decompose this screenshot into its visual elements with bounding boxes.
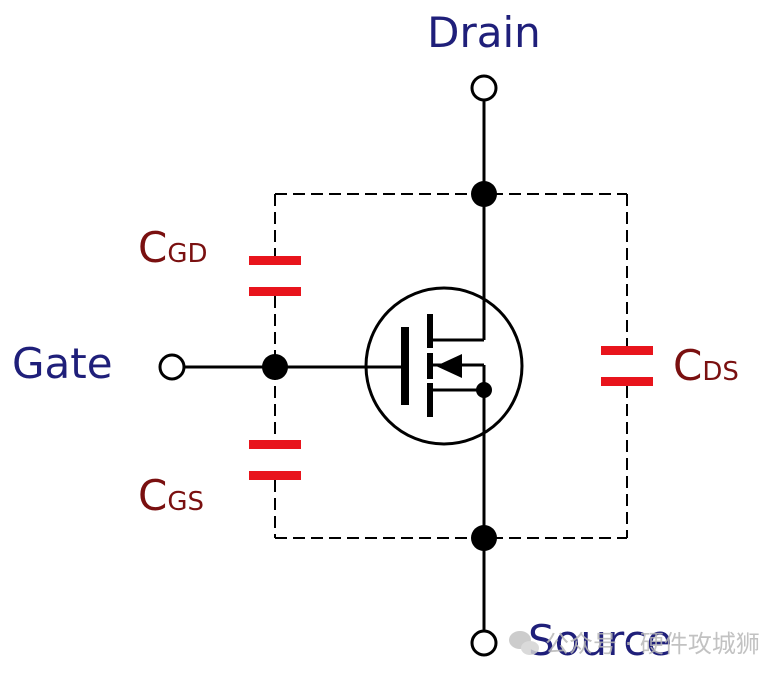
drain-label: Drain bbox=[427, 8, 541, 57]
drain-wire bbox=[430, 100, 486, 342]
cgd-label-main: C bbox=[138, 223, 167, 272]
body-source-node bbox=[476, 382, 492, 398]
watermark-text: 公众号 · 硬件攻城狮 bbox=[545, 630, 760, 658]
cds-label-main: C bbox=[673, 341, 702, 390]
source-label: Source bbox=[528, 616, 672, 665]
source-terminal bbox=[470, 629, 498, 657]
cgd-label: CGD bbox=[138, 223, 208, 272]
cgs-label: CGS bbox=[138, 471, 204, 520]
capacitor-cgd bbox=[249, 256, 301, 296]
mosfet-body-circle bbox=[364, 286, 524, 446]
gate-electrode bbox=[401, 327, 409, 405]
capacitor-cds bbox=[601, 346, 653, 386]
mosfet-symbol bbox=[364, 286, 524, 446]
gate-label: Gate bbox=[12, 339, 113, 388]
source-wire bbox=[430, 363, 486, 631]
gate-terminal bbox=[158, 353, 186, 381]
body-arrow-icon bbox=[436, 354, 462, 378]
cgs-label-main: C bbox=[138, 471, 167, 520]
gate-junction-node bbox=[262, 354, 288, 380]
channel-segment-top bbox=[427, 314, 433, 348]
cds-label: CDS bbox=[673, 341, 739, 390]
channel-segment-bottom bbox=[427, 383, 433, 417]
capacitor-cgs bbox=[249, 440, 301, 480]
source-junction-node bbox=[471, 525, 497, 551]
cgs-label-sub: GS bbox=[167, 487, 204, 517]
drain-junction-node bbox=[471, 181, 497, 207]
watermark: 公众号 · 硬件攻城狮 bbox=[509, 630, 760, 658]
cds-label-sub: DS bbox=[702, 357, 739, 387]
channel-segment-middle bbox=[427, 353, 433, 379]
wechat-icon bbox=[509, 631, 539, 655]
cgd-label-sub: GD bbox=[167, 239, 207, 269]
drain-terminal bbox=[470, 74, 498, 102]
